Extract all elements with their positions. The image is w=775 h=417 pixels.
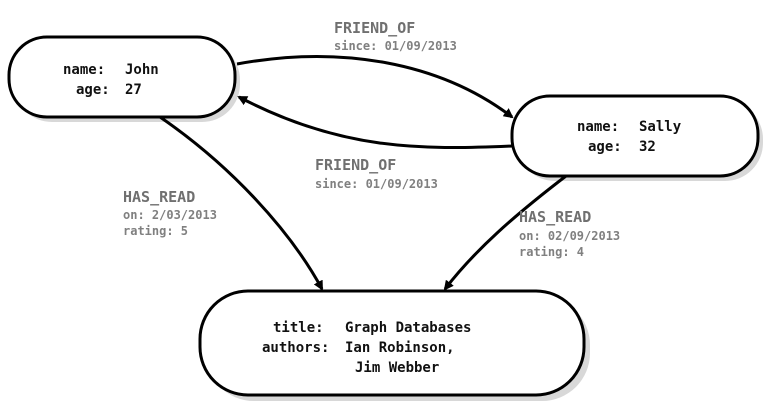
sally-age-key: age: — [588, 139, 622, 155]
node-book-box — [198, 289, 586, 397]
node-sally-box — [510, 94, 760, 178]
edge-john-has-read[interactable] — [159, 115, 324, 291]
edge-john-friend-of-sally-type: FRIEND_OF — [334, 19, 415, 37]
edge-sally-has-read-type: HAS_READ — [519, 208, 591, 226]
node-book[interactable]: title: Graph Databases authors: Ian Robi… — [198, 289, 590, 401]
node-john[interactable]: name: John age: 27 — [7, 35, 240, 122]
book-authors-value-2: Jim Webber — [355, 360, 439, 376]
john-age-value: 27 — [125, 82, 142, 98]
edge-sally-friend-of-john[interactable] — [237, 95, 513, 150]
book-authors-key: authors: — [262, 340, 329, 356]
john-name-key: name: — [63, 62, 105, 78]
sally-age-value: 32 — [639, 139, 656, 155]
sally-name-value: Sally — [639, 119, 682, 135]
book-title-key: title: — [273, 320, 324, 336]
sally-name-key: name: — [577, 119, 619, 135]
edge-john-has-read-type: HAS_READ — [123, 188, 195, 206]
edge-john-has-read-on: on: 2/03/2013 — [123, 208, 217, 222]
edge-sally-friend-of-john-since: since: 01/09/2013 — [315, 177, 438, 191]
edge-sally-has-read-on: on: 02/09/2013 — [519, 229, 620, 243]
edge-john-friend-of-sally[interactable] — [236, 55, 514, 119]
edge-sally-has-read[interactable] — [443, 174, 567, 291]
book-authors-value-1: Ian Robinson, — [345, 340, 455, 356]
john-age-key: age: — [76, 82, 110, 98]
edge-john-friend-of-sally-since: since: 01/09/2013 — [334, 39, 457, 53]
edge-sally-friend-of-john-type: FRIEND_OF — [315, 156, 396, 174]
edge-john-has-read-rating: rating: 5 — [123, 224, 188, 238]
node-john-box — [7, 35, 237, 119]
node-sally[interactable]: name: Sally age: 32 — [510, 94, 763, 181]
book-title-value: Graph Databases — [345, 320, 471, 336]
edge-sally-has-read-rating: rating: 4 — [519, 245, 584, 259]
john-name-value: John — [125, 62, 159, 78]
